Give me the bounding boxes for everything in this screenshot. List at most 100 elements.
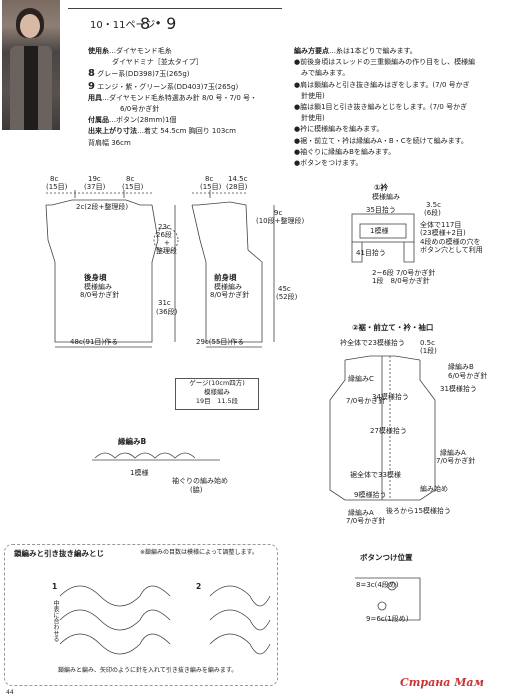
front-neck: 9c	[274, 209, 283, 217]
back-w3-rows: (15目)	[122, 183, 144, 191]
front-w2-rows: (28目)	[226, 183, 248, 191]
back-w1: 8c	[50, 175, 59, 183]
button-title: ボタンつけ位置	[360, 553, 413, 562]
front-neck-rows: (10段+整理段)	[256, 217, 305, 225]
edging-b-label: 縁編みB	[448, 363, 474, 371]
step-line: 針使用)	[294, 91, 325, 100]
materials-block: 使用糸…ダイヤモンド毛糸 ダイヤドミナ［並太タイプ］ 8 グレー系(DD398)…	[88, 46, 257, 149]
edging-pick9: 9模様拾う	[354, 491, 387, 499]
edging-bottom-a2: 7/0号かぎ針	[346, 517, 386, 525]
tools: …ダイヤモンド毛糸特選あみ針 8/0 号・7/0 号・	[102, 93, 257, 102]
edging-c-label: 縁編みC	[348, 375, 374, 383]
m8-num: 8	[88, 68, 95, 80]
yarn: …ダイヤモンド毛糸	[109, 47, 172, 55]
edging-b-note1: 袖ぐりの編み始め	[172, 477, 228, 485]
collar-pattern: 1模様	[370, 227, 389, 235]
step-line: 針使用)	[294, 114, 325, 123]
back-side: 31c	[158, 299, 171, 307]
back-bottom: 48c(91目)作る	[70, 338, 119, 346]
step-line: ●衿に模様編みを編みます。	[294, 125, 384, 134]
collar-title: ①衿	[374, 183, 388, 192]
edging-b-needle: 6/0号かぎ針	[448, 372, 488, 380]
watermark: Страна Мам	[400, 676, 484, 689]
back-w2-rows: (37目)	[84, 183, 106, 191]
gauge-title: ゲージ(10cm四方)	[189, 379, 245, 387]
gauge-box: ゲージ(10cm四方) 模様編み 19目 11.5段	[175, 378, 259, 410]
edging-pick27: 27模様拾う	[370, 427, 407, 435]
seam-box	[4, 544, 278, 686]
button-8: 8=3c(4段め)	[356, 581, 399, 589]
back-side-rows: (36段)	[156, 308, 178, 316]
edging-b-title: 縁編みB	[118, 437, 147, 446]
step-line: ●裾・前立て・衿は縁編みA・B・Cを続けて編みます。	[294, 136, 468, 145]
edging-b-note2: (脇)	[190, 486, 203, 494]
back-name: 後身頃	[84, 273, 107, 282]
step-line: ●脇は鎖1目と引き抜き編みとじをします。(7/0 号かぎ	[294, 103, 468, 112]
m9: エンジ・紫・グリーン系(DD403)7玉(265g)	[97, 82, 239, 91]
button-9: 9=6c(1段め)	[366, 615, 409, 623]
edging-back15: 後ろから15模様拾う	[386, 507, 451, 515]
steps-block: 編み方要点…糸は1本どりで編みます。 ●前後身頃はスレッドの三重鎖編みの作り目を…	[294, 46, 475, 169]
seam-side-label: 中表に合わせる	[52, 600, 59, 642]
edging-top3: (1段)	[420, 347, 437, 355]
collar-note1: 全体で117目	[420, 221, 462, 229]
edging-a-right2: 7/0号かぎ針	[436, 457, 476, 465]
tools2: 6/0号かぎ針	[120, 105, 160, 114]
seam-step2: 2	[196, 582, 202, 591]
notions: …ボタン(28mm)1個	[109, 116, 177, 125]
step-line: ●袖ぐりに縁編みBを編みます。	[294, 147, 396, 156]
front-len-rows: (52段)	[276, 293, 298, 301]
title-rule	[68, 8, 282, 9]
steps-head: 編み方要点	[294, 47, 329, 55]
collar-note4: ボタン穴として利用	[420, 246, 483, 254]
collar-note3: 4段めの模様の穴を	[420, 238, 481, 246]
back-neck: 2c(2段+整理段)	[76, 203, 129, 211]
seam-note: ※鎖編みの目数は模様によって調整します。	[140, 549, 258, 556]
edging-top2: 0.5c	[420, 339, 435, 347]
back-w2: 19c	[88, 175, 101, 183]
yarn-label: 使用糸	[88, 47, 109, 55]
size2: 背肩幅 36cm	[88, 138, 131, 147]
page-number: 44	[6, 689, 14, 696]
seam-title: 鎖編みと引き抜き編みとじ	[14, 549, 104, 558]
back-needle: 8/0号かぎ針	[80, 291, 120, 299]
gauge-count: 19目 11.5段	[195, 397, 239, 405]
back-plus: +	[164, 239, 170, 247]
front-w1-rows: (15目)	[200, 183, 222, 191]
back-adj: 整理段	[156, 247, 177, 255]
back-stitch: 模様編み	[84, 283, 112, 291]
edging-c-needle: 7/0号かぎ針	[346, 397, 386, 405]
model-number: 8・9	[140, 14, 177, 33]
edging-b-rep: 1模様	[130, 469, 149, 477]
edging-pick34: 34模様拾う	[372, 393, 409, 401]
step-line: ●前後身頃はスレッドの三重鎖編みの作り目をし、模様編	[294, 58, 476, 67]
size: …着丈 54.5cm 胸回り 103cm	[137, 127, 236, 136]
step-line: ●肩は鎖編みと引き抜き編みはぎをします。(7/0 号かぎ	[294, 80, 470, 89]
collar-w: 35目拾う	[366, 206, 396, 214]
edging-pick31: 31模様拾う	[440, 385, 477, 393]
back-w3: 8c	[126, 175, 135, 183]
front-w2: 14.5c	[228, 175, 248, 183]
edging-title: ②裾・前立て・衿・袖口	[352, 323, 434, 332]
gauge-stitch: 模様編み	[204, 388, 230, 396]
back-armhole-rows: 26段	[156, 231, 172, 239]
front-w1: 8c	[205, 175, 214, 183]
collar-left: 41目拾う	[356, 249, 386, 257]
edging-bottom-a: 縁編みA	[348, 509, 374, 517]
collar-rows1: 2~6段 7/0号かぎ針	[372, 269, 436, 277]
collar-side1-rows: (6段)	[424, 209, 441, 217]
size-label: 出来上がり寸法	[88, 127, 137, 136]
seam-caption: 鎖編みと編み、矢印のように針を入れて引き抜き編みを編みます。	[58, 667, 238, 674]
edging-a-right: 縁編みA	[440, 449, 466, 457]
notions-label: 付属品	[88, 116, 109, 125]
edging-body33: 裾全体で33模様	[350, 471, 401, 479]
edging-start: 編み始め	[420, 485, 448, 493]
m9-num: 9	[88, 80, 95, 92]
seam-step1: 1	[52, 582, 58, 591]
page-label: 10・11ページ	[90, 20, 156, 31]
tools-label: 用具	[88, 93, 102, 102]
front-bottom: 29c(55目)作る	[196, 338, 245, 346]
collar-side1: 3.5c	[426, 201, 441, 209]
steps-head-rest: …糸は1本どりで編みます。	[329, 47, 417, 55]
